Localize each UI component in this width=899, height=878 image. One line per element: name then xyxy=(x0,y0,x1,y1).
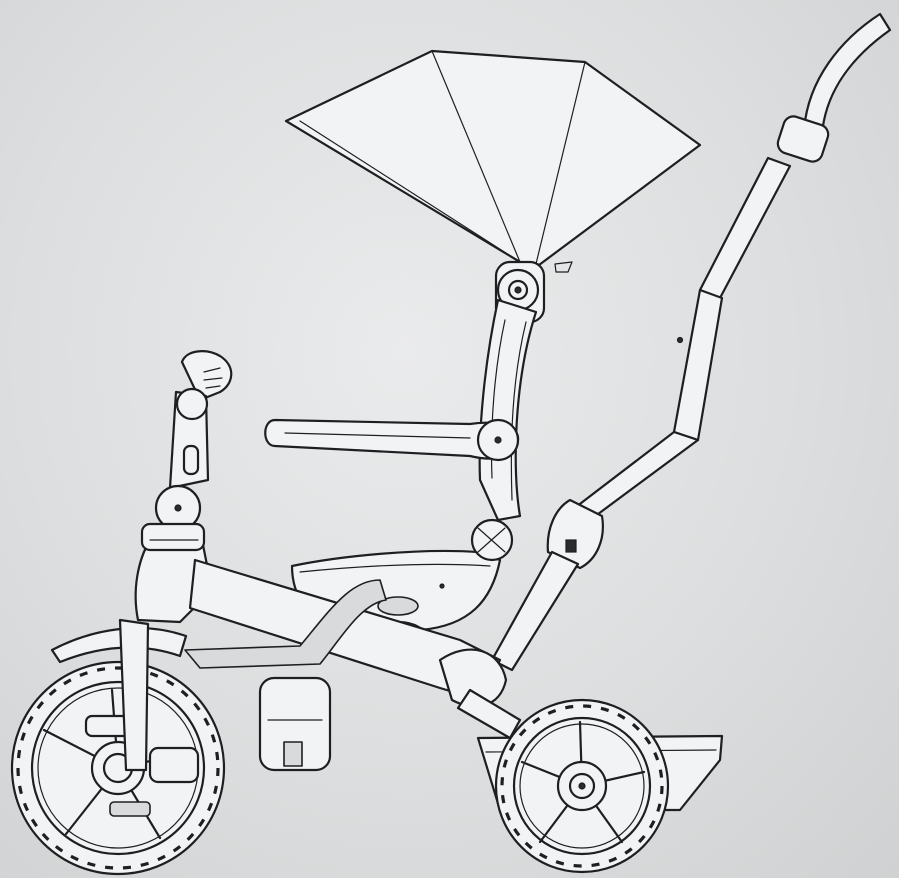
seat-back xyxy=(478,298,538,522)
front-wheel xyxy=(10,618,226,876)
frame xyxy=(134,528,522,740)
push-handle xyxy=(490,12,892,672)
steering-column xyxy=(140,350,233,552)
arm-bar xyxy=(264,418,520,462)
canopy xyxy=(284,49,702,273)
footrest xyxy=(258,676,332,772)
front-fender xyxy=(50,626,188,664)
rear-wheel xyxy=(494,698,670,874)
